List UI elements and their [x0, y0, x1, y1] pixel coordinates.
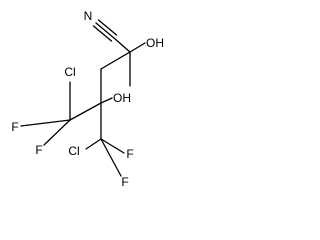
atom-label-hydroxyl-upper: OH	[146, 36, 164, 50]
atom-label-fluorine-left-1: F	[11, 120, 18, 134]
bond-cn-c2	[113, 37, 131, 53]
bond-c4-oh	[100, 97, 113, 104]
bond-left-f1	[20, 119, 71, 127]
bond-c2-oh	[129, 42, 146, 53]
atom-label-hydroxyl-middle: OH	[113, 91, 131, 105]
bond-c4-cf2cl-left	[69, 102, 102, 121]
bond-bottom-f1	[100, 138, 125, 154]
bond-bottom-cl	[85, 138, 102, 150]
atom-label-chlorine-left: Cl	[64, 65, 75, 79]
triple-bond-line-1	[97, 19, 118, 36]
structural-formula: N OH OH Cl F F Cl F F	[11, 9, 164, 189]
triple-bond-line-3	[92, 25, 113, 42]
atom-label-chlorine-bottom: Cl	[68, 144, 79, 158]
triple-bond-line-2	[95, 22, 115, 39]
bond-left-f2	[43, 119, 71, 146]
atom-label-fluorine-bottom-1: F	[126, 147, 133, 161]
bond-lines	[20, 19, 146, 177]
atom-label-fluorine-bottom-2: F	[121, 175, 128, 189]
atom-labels: N OH OH Cl F F Cl F F	[11, 9, 164, 189]
bond-bottom-f2	[100, 138, 122, 177]
bond-c2-ch2	[100, 51, 131, 70]
atom-label-fluorine-left-2: F	[35, 143, 42, 157]
atom-label-nitrile-n: N	[84, 9, 93, 23]
